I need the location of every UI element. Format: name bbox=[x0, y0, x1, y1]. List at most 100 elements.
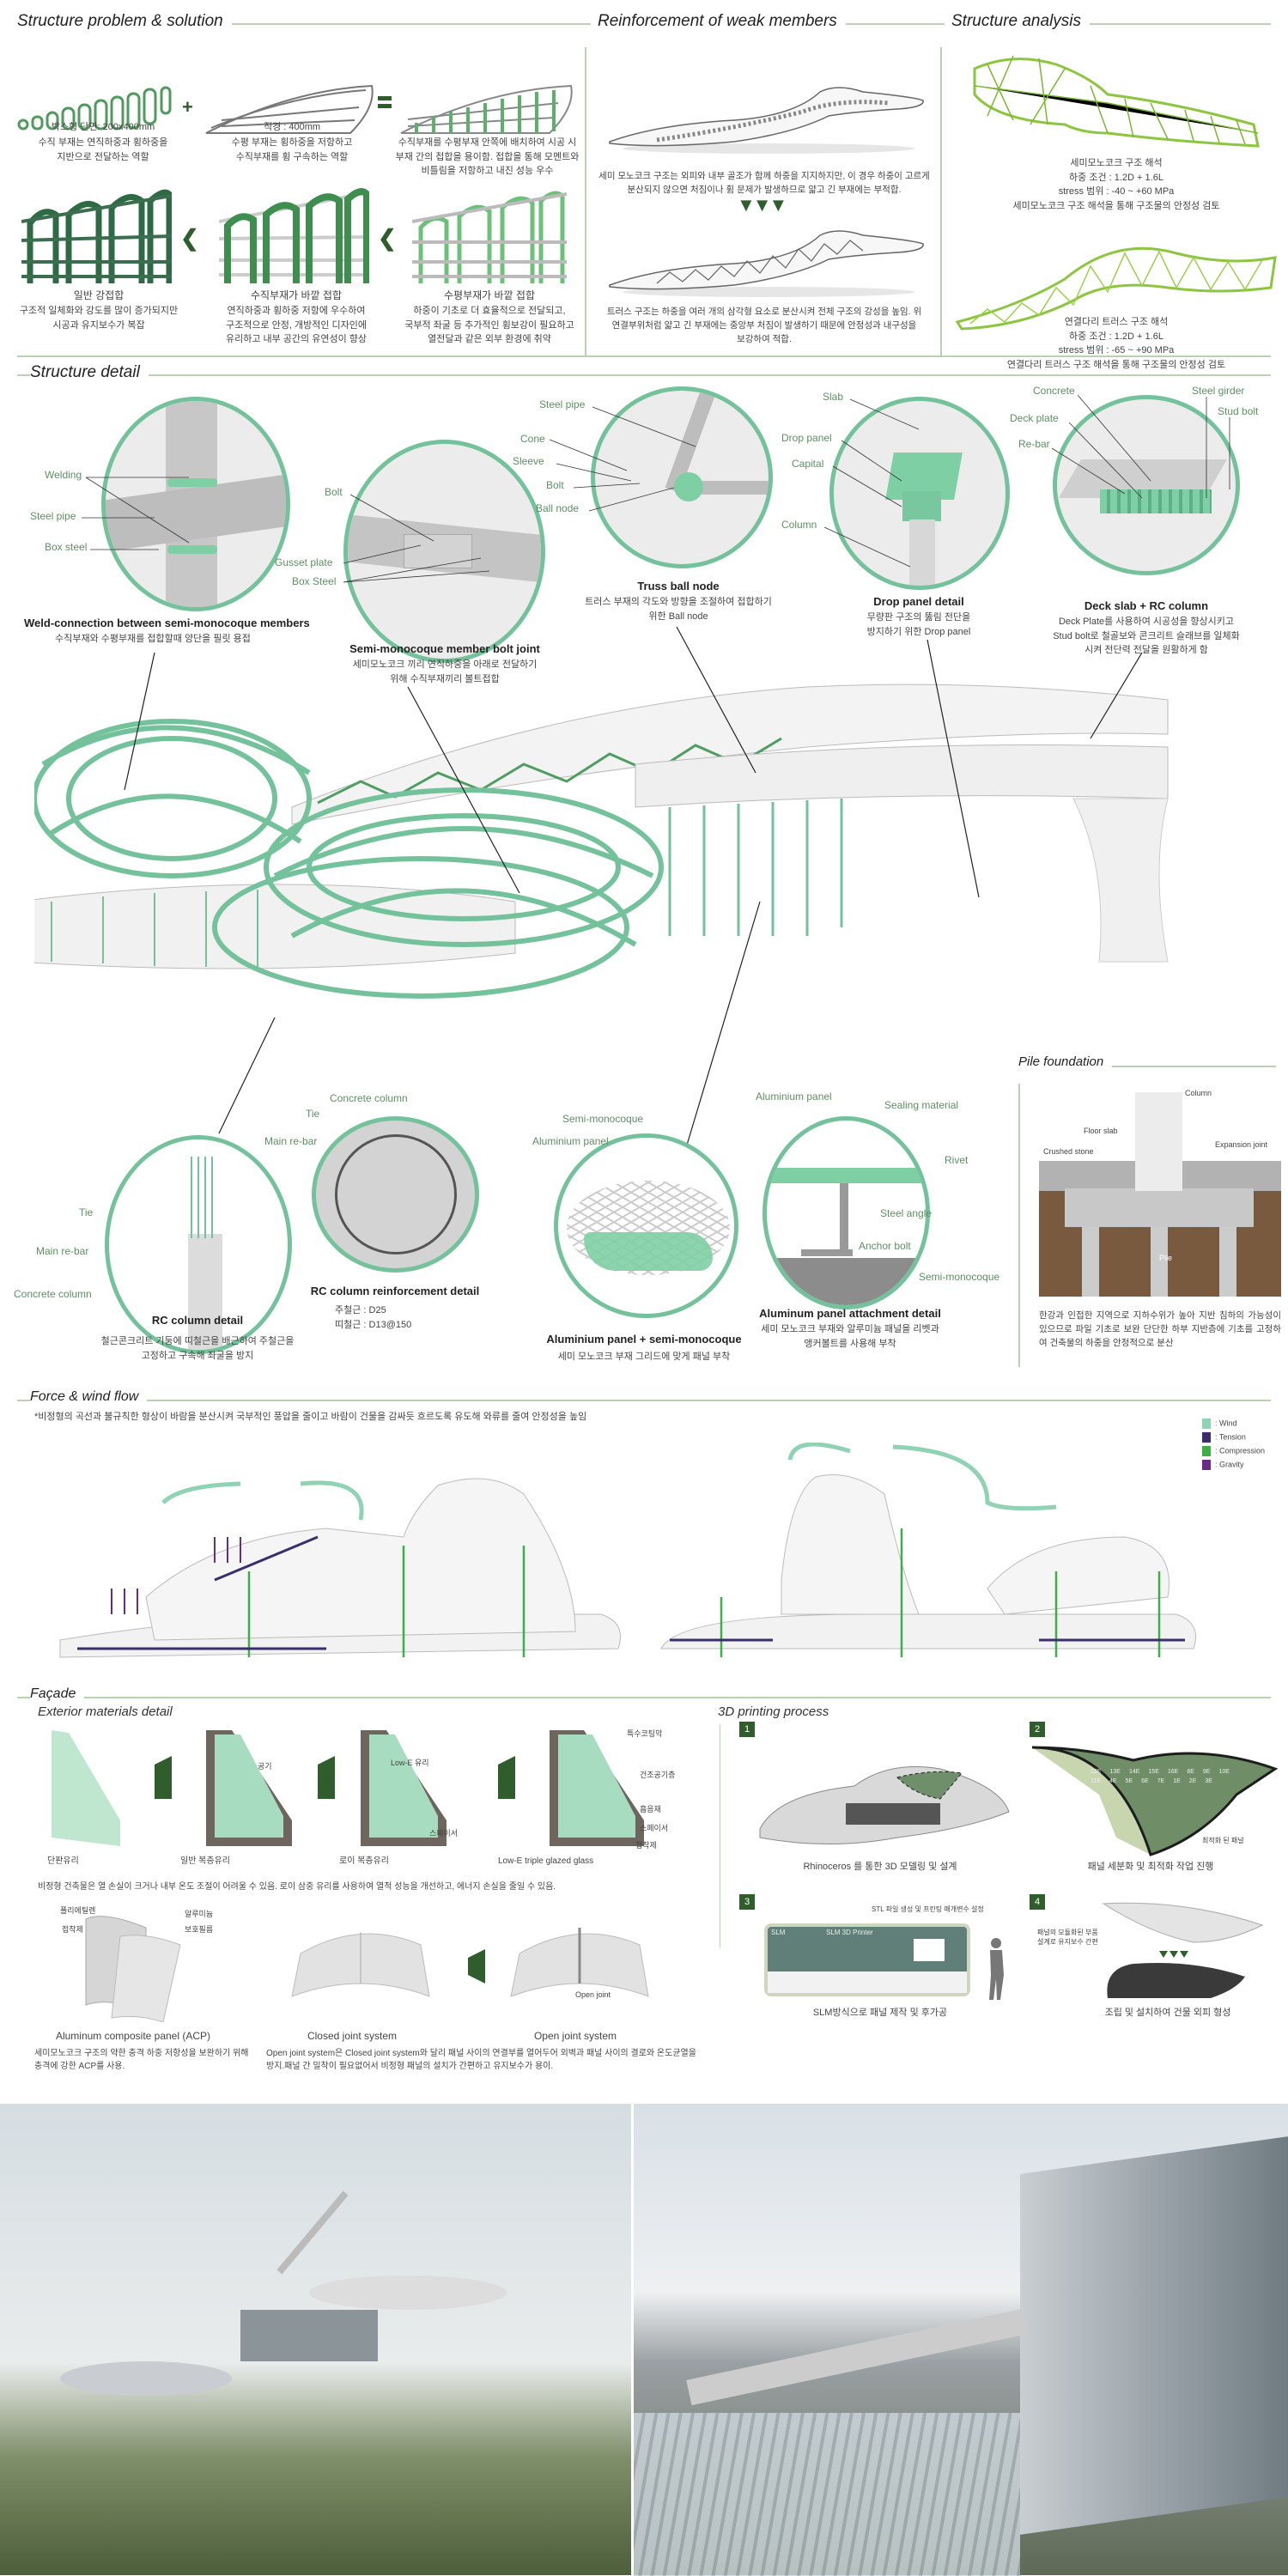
callout-air: 공기 bbox=[258, 1762, 272, 1771]
callout-steel-angle: Steel angle bbox=[880, 1207, 933, 1219]
bolt-desc: 세미모노코크 끼리 연직하중을 아래로 전달하기 위해 수직부재끼리 볼트접합 bbox=[352, 659, 538, 684]
callout-main-re-bar: Main re-bar bbox=[36, 1245, 89, 1257]
callout-spacer: 스페이서 bbox=[640, 1824, 669, 1832]
callout-steel-pipe: Steel pipe bbox=[539, 398, 586, 410]
callout-polyethylene: 폴리에틸렌 bbox=[60, 1906, 96, 1915]
joint-desc: 연직하중과 횡하중 저항에 우수하여 구조적으로 안정, 개방적인 디자인에 유… bbox=[225, 306, 368, 344]
semi-monocoque-bridge-image bbox=[609, 87, 924, 154]
truss-analysis-image bbox=[955, 246, 1277, 331]
callout-open-joint: Open joint bbox=[575, 1990, 611, 1999]
pile-foundation-image bbox=[1039, 1092, 1281, 1297]
step-badge: 2 bbox=[1030, 1722, 1045, 1737]
callout-re-bar: Re-bar bbox=[1018, 438, 1050, 450]
glass-note: 비정형 건축물은 열 손실이 크거나 내부 온도 조절이 어려울 수 있음. 로… bbox=[38, 1882, 556, 1892]
printing-title: 3D printing process bbox=[718, 1704, 829, 1719]
callout-bolt: Bolt bbox=[546, 479, 564, 491]
step-badge: 1 bbox=[739, 1722, 755, 1737]
rc-reinforcement-title: RC column reinforcement detail bbox=[310, 1285, 480, 1297]
rc-column-circle bbox=[105, 1135, 292, 1354]
person-silhouette-icon bbox=[989, 1938, 1004, 2000]
member-desc: 수직 부재는 연직하중과 횡하중을 지반으로 전달하는 역할 bbox=[38, 137, 168, 162]
glass-label-low-e-double: 로이 복층유리 bbox=[339, 1856, 389, 1866]
deck-slab-title: Deck slab + RC column bbox=[1084, 599, 1209, 612]
callout-steel-pipe: Steel pipe bbox=[30, 510, 76, 522]
callout-stl: STL 파일 생성 및 프린팅 매개변수 설정 bbox=[872, 1905, 984, 1913]
rc-column-desc: 철근콘크리트 기둥에 띠철근을 배근하여 주철근을 고정하고 구속해 좌굴을 방… bbox=[100, 1336, 295, 1361]
section-title-facade: Façade bbox=[30, 1686, 85, 1702]
truss-ball-node-circle bbox=[591, 386, 773, 568]
acp-desc: 세미모노코크 구조의 약한 충격 하중 저항성을 보완하기 위해 충격에 강한 … bbox=[34, 2049, 249, 2071]
step-caption: 패널 세분화 및 최적화 작업 진행 bbox=[1087, 1862, 1214, 1872]
drop-panel-desc: 무량판 구조의 뚫림 전단을 방지하기 위한 Drop panel bbox=[866, 612, 971, 637]
callout-column: Column bbox=[781, 519, 817, 531]
rc-reinforcement-circle bbox=[312, 1116, 479, 1273]
member-spec: 박스형 단면: 200x400mm bbox=[51, 122, 155, 132]
aluminium-semi-title: Aluminium panel + semi-monocoque bbox=[546, 1333, 742, 1346]
equals-icon bbox=[378, 96, 392, 100]
callout-aluminium-panel: Aluminium panel bbox=[532, 1135, 609, 1147]
divider bbox=[940, 47, 942, 356]
truss-bridge-image bbox=[609, 230, 924, 297]
callout-slab: Slab bbox=[823, 391, 844, 403]
deck-slab-desc: Deck Plate를 사용하여 시공성을 향상시키고 Stud bolt로 철… bbox=[1053, 617, 1240, 655]
legend-tension: : Tension bbox=[1202, 1432, 1246, 1443]
horizontal-members-image bbox=[205, 84, 374, 134]
joint-system-desc: Open joint system은 Closed joint system와 … bbox=[266, 2049, 696, 2071]
callout-optimized-panel: 최적화 된 패널 bbox=[1202, 1837, 1244, 1844]
header-rule bbox=[17, 374, 1271, 376]
callout-cone: Cone bbox=[520, 433, 545, 445]
rigid-joint-image bbox=[21, 189, 172, 283]
member-spec: 직경 : 400mm bbox=[263, 122, 321, 132]
callout-sealing-material: Sealing material bbox=[884, 1099, 959, 1111]
callout-expansion-joint: Expansion joint bbox=[1215, 1140, 1268, 1149]
closed-joint-title: Closed joint system bbox=[307, 2030, 398, 2042]
callout-column: Column bbox=[1185, 1089, 1212, 1097]
joint-label: 수평부재가 바깥 접합 bbox=[443, 289, 536, 301]
semi-monocoque-analysis-desc: 세미모노코크 구조 해석 하중 조건 : 1.2D + 1.6L stress … bbox=[1012, 158, 1220, 211]
main-structure-model-image bbox=[34, 683, 1169, 999]
step-badge: 4 bbox=[1030, 1894, 1045, 1910]
callout-capital: Capital bbox=[792, 458, 824, 470]
legend-wind: : Wind bbox=[1202, 1419, 1237, 1429]
section-title-structure-analysis: Structure analysis bbox=[945, 12, 1091, 31]
truss-desc: 트러스 구조는 하중을 여러 개의 삼각형 요소로 분산시켜 전체 구조의 강성… bbox=[606, 307, 922, 344]
arrow-left-icon: ❮ bbox=[378, 225, 397, 251]
truss-analysis-desc: 연결다리 트러스 구조 해석 하중 조건 : 1.2D + 1.6L stres… bbox=[1006, 317, 1226, 370]
section-rule bbox=[17, 355, 1271, 357]
glass-label-double: 일반 복층유리 bbox=[180, 1856, 230, 1866]
equals-icon bbox=[378, 104, 392, 108]
callout-stud-bolt: Stud bolt bbox=[1218, 405, 1259, 417]
member-desc: 수평 부재는 횡하중을 저항하고 수직부재를 횡 구속하는 역할 bbox=[231, 137, 353, 162]
horizontal-outside-joint-image bbox=[412, 191, 567, 283]
exterior-render-left bbox=[0, 2104, 631, 2575]
slm-printer-image: SLM SLM 3D Printer bbox=[764, 1923, 970, 1996]
section-title-structure-detail: Structure detail bbox=[30, 363, 149, 382]
callout-low-e-glass: Low-E 유리 bbox=[391, 1759, 429, 1767]
callout-tie: Tie bbox=[79, 1206, 94, 1218]
callout-floor-slab: Floor slab bbox=[1084, 1127, 1118, 1135]
callout-protective-film: 보호필름 bbox=[185, 1925, 214, 1934]
callout-ball-node: Ball node bbox=[536, 502, 580, 514]
callout-tie: Tie bbox=[306, 1108, 320, 1120]
down-arrows-icon: ▼▼▼ bbox=[737, 194, 787, 216]
callout-concrete-column: Concrete column bbox=[330, 1092, 408, 1104]
step-badge: 3 bbox=[739, 1894, 755, 1910]
combined-structure-image bbox=[400, 84, 573, 134]
exterior-render-right bbox=[634, 2104, 1288, 2576]
header-rule bbox=[17, 1697, 1271, 1698]
rc-reinforcement-spec: 주철근 : D25 띠철근 : D13@150 bbox=[335, 1305, 412, 1330]
callout-box-steel: Box Steel bbox=[292, 575, 337, 587]
callout-anchor-bolt: Anchor bolt bbox=[859, 1240, 911, 1252]
force-diagram-right bbox=[660, 1443, 1196, 1657]
joint-desc: 하중이 기초로 더 효율적으로 전달되고, 국부적 좌굴 등 추가적인 횡보강이… bbox=[404, 306, 574, 344]
attachment-desc: 세미 모노코크 부재와 알루미늄 패널을 리벳과 앵커볼트를 사용해 부착 bbox=[761, 1324, 939, 1349]
acp-title: Aluminum composite panel (ACP) bbox=[55, 2030, 211, 2042]
step-caption: Rhinoceros 를 통한 3D 모델링 및 설계 bbox=[803, 1862, 957, 1872]
truss-desc: 트러스 부재의 각도와 방향을 조절하여 접합하기 위한 Ball node bbox=[585, 597, 772, 622]
step-caption: SLM방식으로 패널 제작 및 후가공 bbox=[812, 2008, 948, 2018]
header-rule bbox=[17, 1400, 1271, 1401]
callout-main-re-bar: Main re-bar bbox=[264, 1135, 318, 1147]
weld-detail-circle bbox=[101, 397, 290, 611]
force-diagram-left bbox=[59, 1478, 621, 1658]
